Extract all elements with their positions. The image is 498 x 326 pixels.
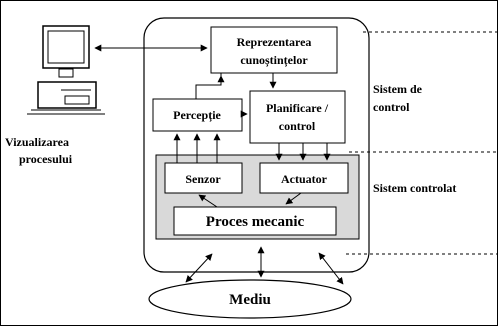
perception-label: Percepție xyxy=(173,108,221,123)
controlled-system-label: Sistem controlat xyxy=(373,181,456,195)
environment-ellipse xyxy=(148,279,352,319)
environment-label: Mediu xyxy=(229,292,271,308)
system-environment-arrow-right xyxy=(318,252,344,285)
planning-control-line2: control xyxy=(279,119,316,133)
control-system-label-line1: Sistem de xyxy=(373,82,423,96)
visualization-label-line2: procesului xyxy=(19,152,73,166)
sensor-box xyxy=(164,162,243,194)
actuator-to-process-arrow xyxy=(285,192,302,205)
mechanical-process-box xyxy=(173,206,337,236)
sensor-label: Senzor xyxy=(185,172,221,186)
planning-control-line1: Planificare / xyxy=(266,101,329,115)
planning-control-box xyxy=(249,90,346,144)
control-system-label-line2: control xyxy=(373,100,410,114)
system-environment-arrow-left xyxy=(185,253,213,283)
actuator-label: Actuator xyxy=(281,172,328,186)
mechanical-process-label: Proces mecanic xyxy=(206,214,305,230)
actuator-box xyxy=(259,162,349,194)
knowledge-representation-line1: Reprezentarea xyxy=(237,35,312,49)
knowledge-representation-line2: cunoștințelor xyxy=(240,53,308,68)
process-to-sensor-arrow xyxy=(198,194,218,208)
perception-box xyxy=(152,98,243,132)
visualization-label-line1: Vizualizarea xyxy=(5,135,69,149)
computer-icon xyxy=(27,25,105,115)
knowledge-representation-box xyxy=(210,26,338,74)
